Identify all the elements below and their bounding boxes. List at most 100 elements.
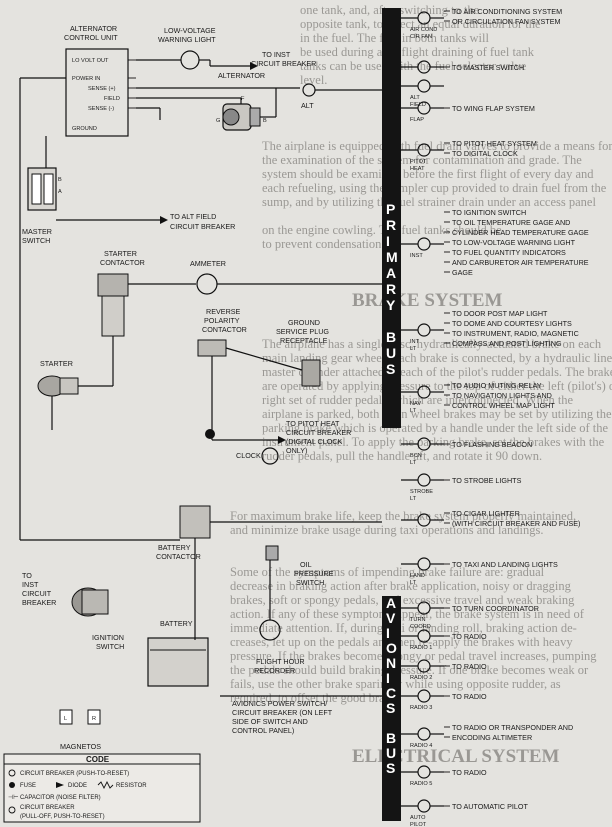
breaker-label: AUTO bbox=[410, 815, 426, 821]
breaker-label: COORD bbox=[410, 624, 431, 630]
circuit-breaker-icon[interactable] bbox=[417, 323, 431, 337]
breaker-destination: TO DOME AND COURTESY LIGHTS bbox=[452, 319, 572, 328]
background-text-line: the pedals should build braking pressure… bbox=[230, 663, 589, 677]
to-pitot-cb-3: (DIGITAL CLOCK bbox=[286, 437, 343, 446]
background-text-line: instrument panel. To apply the parking b… bbox=[262, 435, 605, 449]
breaker-label: STROBE bbox=[410, 489, 433, 495]
to-pitot-cb-2: CIRCUIT BREAKER bbox=[286, 428, 351, 437]
alternator-label: ALTERNATOR bbox=[218, 71, 265, 80]
breaker-label: PILOT bbox=[410, 822, 427, 827]
breaker-label: RADIO 4 bbox=[410, 743, 432, 749]
ground-service-3: RECEPTACLE bbox=[280, 336, 328, 345]
acu-terminal-power-in: POWER IN bbox=[72, 76, 100, 82]
background-text-line: brakes, soft or spongy pedals, and exces… bbox=[230, 593, 575, 607]
magnetos-label: MAGNETOS bbox=[60, 742, 101, 751]
ignition-switch bbox=[71, 587, 109, 617]
battery-contactor-2: CONTACTOR bbox=[156, 552, 201, 561]
background-text-line: immediate attention. If, during taxi or … bbox=[230, 621, 577, 635]
primary-bus-letter: P bbox=[386, 201, 395, 217]
fuse bbox=[205, 429, 215, 439]
background-text-line: required, to offset the good brake. bbox=[230, 691, 400, 705]
starter-contactor-1: STARTER bbox=[104, 249, 137, 258]
background-text-line: ELECTRICAL SYSTEM bbox=[352, 746, 560, 767]
breaker-destination: TO RADIO bbox=[452, 662, 487, 671]
background-text-line: action. If any of these symptoms appear,… bbox=[230, 607, 585, 621]
avionics-bus-bar bbox=[382, 596, 401, 821]
avionics-bus-letter: S bbox=[386, 700, 395, 716]
breaker-label: LT bbox=[410, 496, 417, 502]
breaker-destination: AND CARBURETOR AIR TEMPERATURE bbox=[452, 258, 589, 267]
legend-item-resistor: RESISTOR bbox=[116, 783, 147, 789]
breaker-destination: TO NAVIGATION LIGHTS AND bbox=[452, 391, 552, 400]
reverse-polarity-contactor bbox=[197, 339, 227, 357]
legend-diode-icon bbox=[56, 782, 64, 788]
hour-recorder-1: FLIGHT HOUR bbox=[256, 657, 305, 666]
breaker-destination: TO RADIO bbox=[452, 632, 487, 641]
primary-bus-letter: M bbox=[386, 249, 398, 265]
ammeter-label: AMMETER bbox=[190, 259, 226, 268]
avionics-bus-letter: N bbox=[386, 655, 396, 671]
background-text-line: decrease in braking action after brake a… bbox=[230, 579, 572, 593]
breaker-destination: TO FLASHING BEACON bbox=[452, 440, 532, 449]
primary-bus-letter: S bbox=[386, 361, 395, 377]
clock bbox=[261, 447, 279, 465]
background-text-line: each refueling, using the sampler cup pr… bbox=[262, 181, 607, 195]
alt-terminal-f: F bbox=[241, 96, 245, 102]
starter-label: STARTER bbox=[40, 359, 73, 368]
circuit-breaker-icon[interactable] bbox=[417, 799, 431, 813]
background-text-line: Some of the symptoms of impending brake … bbox=[230, 565, 545, 579]
legend-capacitor-icon: ⊣⊢ bbox=[8, 794, 18, 801]
background-text-line: opposite tank, to select an equal durati… bbox=[300, 17, 541, 31]
background-text-line: to prevent condensation. bbox=[262, 237, 385, 251]
low-voltage-label-1: LOW-VOLTAGE bbox=[164, 26, 216, 35]
avionics-bus-letter: O bbox=[386, 640, 397, 656]
primary-bus-letter: R bbox=[386, 281, 396, 297]
background-text-line: BRAKE SYSTEM bbox=[352, 290, 503, 311]
breaker-destination: TO RADIO bbox=[452, 768, 487, 777]
background-text-line: rudder pedals, pull the handle aft, and … bbox=[262, 449, 542, 463]
circuit-breaker-icon[interactable] bbox=[417, 237, 431, 251]
circuit-breaker-icon[interactable] bbox=[417, 727, 431, 741]
reverse-polarity-2: POLARITY bbox=[204, 316, 240, 325]
starter-contactor bbox=[97, 273, 129, 337]
to-alt-field-1: TO ALT FIELD bbox=[170, 212, 216, 221]
legend-breaker-icon bbox=[8, 769, 16, 777]
breaker-destination: TO TAXI AND LANDING LIGHTS bbox=[452, 560, 558, 569]
to-inst-cb-top-1: TO INST bbox=[262, 50, 291, 59]
circuit-breaker-icon[interactable] bbox=[417, 765, 431, 779]
breaker-label: INT bbox=[410, 339, 420, 345]
circuit-breaker-icon[interactable] bbox=[417, 689, 431, 703]
breaker-destination: TO INSTRUMENT, RADIO, MAGNETIC bbox=[452, 329, 579, 338]
acu-terminal-sense-plus: SENSE (+) bbox=[88, 86, 116, 92]
breaker-destination: TO CIGAR LIGHTER bbox=[452, 509, 520, 518]
circuit-breaker-icon[interactable] bbox=[417, 79, 431, 93]
breaker-destination: TO AIR CONDITIONING SYSTEM bbox=[452, 7, 562, 16]
avionics-bus-letter: I bbox=[386, 670, 390, 686]
breaker-label: TURN bbox=[410, 617, 426, 623]
avionics-bus-letter: U bbox=[386, 745, 396, 761]
breaker-label: AIR COND bbox=[410, 27, 437, 33]
breaker-destination: TO AUTOMATIC PILOT bbox=[452, 802, 528, 811]
master-label-2: SWITCH bbox=[22, 236, 50, 245]
ignition-label-1: IGNITION bbox=[92, 633, 124, 642]
avionics-bus-letter: C bbox=[386, 685, 396, 701]
oil-pressure-2: PRESSURE bbox=[294, 569, 334, 578]
breaker-row: RADIO 5TO RADIO bbox=[401, 765, 487, 787]
oil-pressure-3: SWITCH bbox=[296, 578, 324, 587]
reverse-polarity-3: CONTACTOR bbox=[202, 325, 247, 334]
circuit-breaker-icon[interactable] bbox=[417, 473, 431, 487]
background-text-line: parking brake which is operated by a han… bbox=[262, 421, 609, 435]
alternator-control-unit: ALTERNATOR CONTROL UNIT LO VOLT OUT POWE… bbox=[64, 24, 136, 137]
background-text-line: pressure. If the brakes become spongy or… bbox=[230, 649, 597, 663]
battery-label: BATTERY bbox=[160, 619, 193, 628]
breaker-label: NAV bbox=[410, 401, 421, 407]
legend-item-diode: DIODE bbox=[68, 783, 87, 789]
primary-bus-bar bbox=[382, 8, 401, 428]
